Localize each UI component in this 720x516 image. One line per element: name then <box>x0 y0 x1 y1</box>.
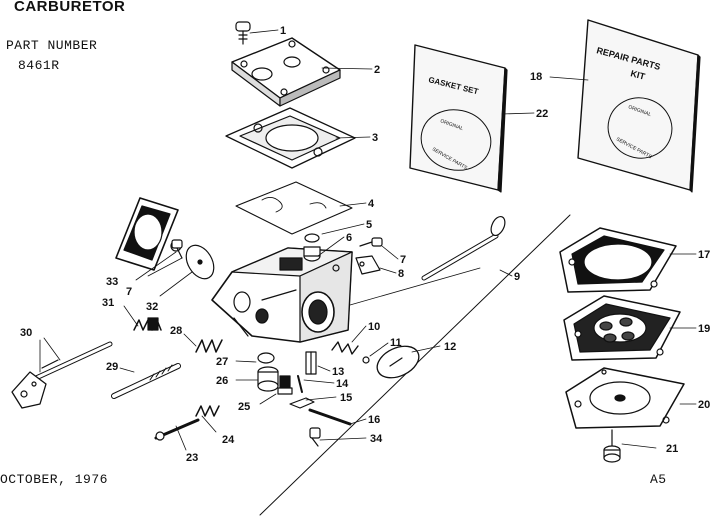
page-code: A5 <box>650 472 667 487</box>
spring-part-24 <box>195 405 220 417</box>
callout-31: 31 <box>102 297 114 309</box>
disc-part-12 <box>376 345 420 379</box>
needle-part-13 <box>305 351 317 375</box>
callout-21: 21 <box>666 443 678 455</box>
pump-cover-part-2 <box>231 37 341 107</box>
screw-part-7-left <box>171 239 183 259</box>
callout-15: 15 <box>340 392 352 404</box>
callout-numbers: 1 2 3 4 5 6 7 7 8 9 10 11 12 13 14 15 16… <box>20 25 710 464</box>
repair-kit-title-2: KIT <box>629 68 646 82</box>
callout-14: 14 <box>336 378 349 390</box>
screw-part-21 <box>603 429 621 463</box>
pump-gasket-part-3 <box>225 107 356 169</box>
callout-20: 20 <box>698 399 710 411</box>
gasket-set-card: GASKET SET ORIGINAL SERVICE PARTS <box>409 44 508 193</box>
callout-27: 27 <box>216 356 228 368</box>
callout-22: 22 <box>536 108 548 120</box>
screw-part-7-right <box>359 237 383 247</box>
spring-part-10 <box>331 341 359 355</box>
publication-date: OCTOBER, 1976 <box>0 472 108 487</box>
part-number-value: 8461R <box>18 58 60 73</box>
pin-part-16 <box>308 408 352 426</box>
gasket-part-17 <box>559 227 677 293</box>
spring-part-31 <box>133 317 162 331</box>
valve-plate-part-19 <box>563 295 681 361</box>
repair-parts-kit-card: REPAIR PARTS KIT ORIGINAL SERVICE PARTS <box>577 19 701 193</box>
callout-24: 24 <box>222 434 235 446</box>
part-number-label: PART NUMBER <box>6 38 98 53</box>
callout-26: 26 <box>216 375 228 387</box>
inlet-gasket-part-33 <box>115 197 182 271</box>
metering-diaphragm-part-20 <box>565 367 685 429</box>
callout-17: 17 <box>698 249 710 261</box>
callout-23: 23 <box>186 452 198 464</box>
callout-19: 19 <box>698 323 710 335</box>
idle-screw-part-29 <box>111 363 181 399</box>
inlet-needle-part-14 <box>297 375 303 393</box>
callout-25: 25 <box>238 401 250 413</box>
lever-part-15 <box>289 397 315 409</box>
carburetor-body <box>211 233 353 343</box>
callout-1: 1 <box>280 25 286 37</box>
diagram-title: CARBURETOR <box>14 0 126 15</box>
callout-30: 30 <box>20 327 32 339</box>
spring-part-28 <box>195 339 223 353</box>
ball-part-11 <box>362 356 370 364</box>
callout-10: 10 <box>368 321 380 333</box>
callout-4: 4 <box>368 198 375 210</box>
spring-part-26 <box>257 366 279 392</box>
callout-6: 6 <box>346 232 352 244</box>
callout-16: 16 <box>368 414 380 426</box>
callout-5: 5 <box>366 219 372 231</box>
bracket-part-8 <box>355 255 381 275</box>
throttle-shaft-part-9 <box>421 215 506 281</box>
leader-9 <box>349 267 481 306</box>
callout-18: 18 <box>530 71 542 83</box>
callout-34: 34 <box>370 433 383 445</box>
callout-11: 11 <box>390 337 402 349</box>
callout-3: 3 <box>372 132 378 144</box>
callout-28: 28 <box>170 325 182 337</box>
callout-32: 32 <box>146 301 158 313</box>
callout-13: 13 <box>332 366 344 378</box>
callout-12: 12 <box>444 341 456 353</box>
screw-part-34 <box>309 427 321 447</box>
screw-part-1 <box>235 21 251 45</box>
callout-33: 33 <box>106 276 118 288</box>
plug-part-27 <box>257 352 275 364</box>
screw-part-23 <box>154 418 200 441</box>
throttle-plate-part-32 <box>185 244 215 280</box>
callout-7-right: 7 <box>400 254 406 266</box>
pump-diaphragm-part-4 <box>235 181 353 235</box>
callout-2: 2 <box>374 64 380 76</box>
choke-shaft-part-30 <box>11 341 113 409</box>
callout-7-left: 7 <box>126 286 132 298</box>
callout-8: 8 <box>398 268 404 280</box>
callout-9: 9 <box>514 271 520 283</box>
leader-lines <box>39 29 697 451</box>
jet-part-25 <box>277 375 293 395</box>
callout-29: 29 <box>106 361 118 373</box>
